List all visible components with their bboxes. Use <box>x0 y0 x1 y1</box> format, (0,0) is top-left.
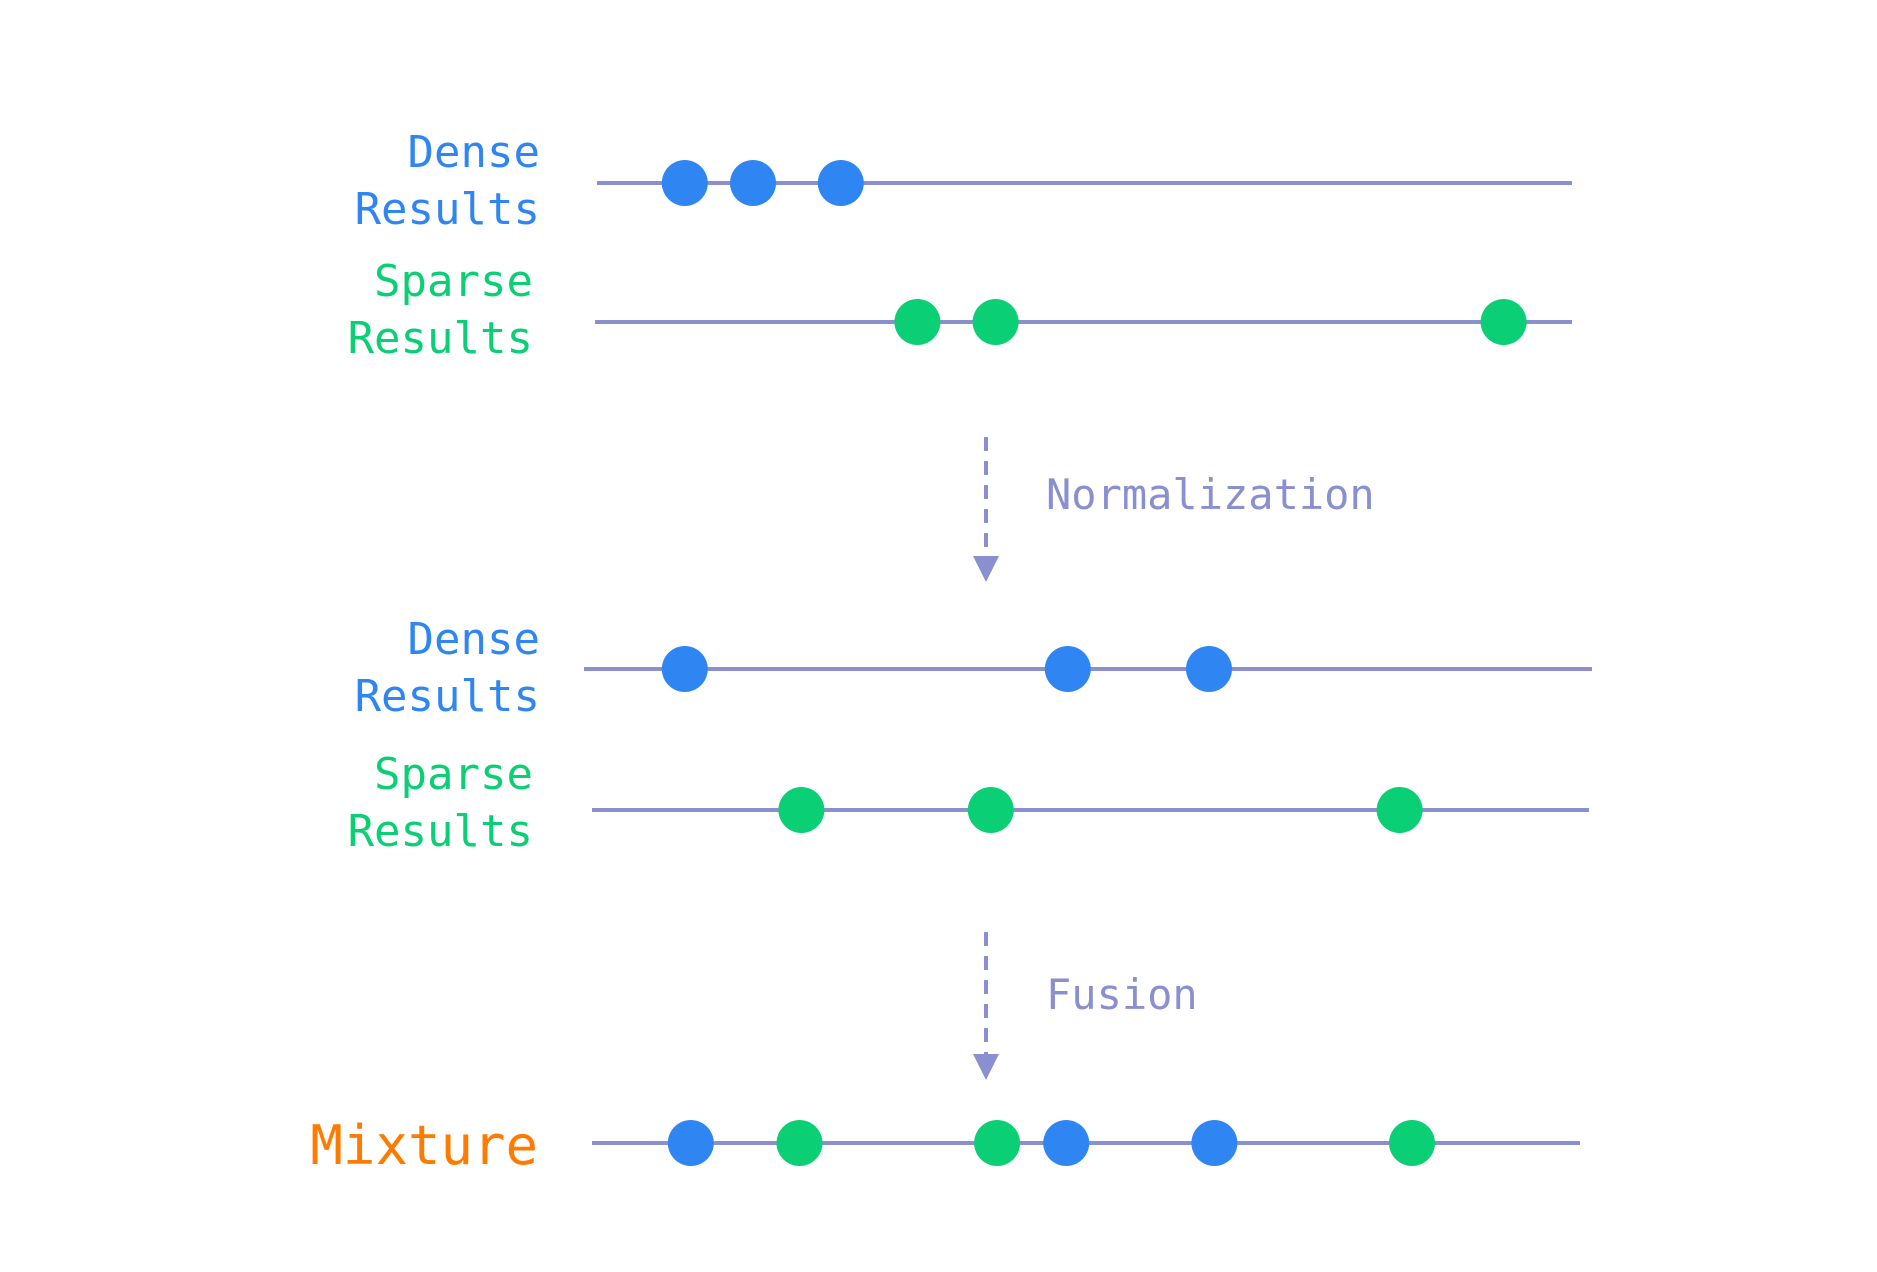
mixture-point-sparse-3 <box>974 1120 1021 1166</box>
normalization-arrow-head <box>973 556 999 582</box>
mixture-points <box>667 1120 1435 1166</box>
stage1-sparse-point-3 <box>1480 299 1527 345</box>
stage2-dense-point-3 <box>1186 646 1232 692</box>
mixture-point-dense-5 <box>1191 1120 1238 1166</box>
stage2-sparse-label-line1: Sparse <box>374 749 533 800</box>
stage1-sparse-label-line1: Sparse <box>374 256 533 307</box>
stage2-dense-point-1 <box>661 646 708 692</box>
mixture-point-sparse-2 <box>776 1120 823 1166</box>
stage1-dense-label-line2: Results <box>355 184 540 235</box>
stage2-dense-label-line1: Dense <box>408 614 540 665</box>
fusion-label: Fusion <box>1046 970 1198 1019</box>
stage2-sparse-point-2 <box>967 787 1014 833</box>
stage1-sparse-label-line2: Results <box>348 313 533 364</box>
stage1-dense-point-3 <box>817 160 864 206</box>
normalization-label: Normalization <box>1046 470 1375 519</box>
stage1-sparse-point-2 <box>972 299 1019 345</box>
mixture-point-dense-4 <box>1043 1120 1090 1166</box>
stage2-sparse-label-line2: Results <box>348 806 533 857</box>
stage1-dense-point-2 <box>730 160 776 206</box>
stage2-dense-label-line2: Results <box>355 671 540 722</box>
stage1-sparse-point-1 <box>894 299 941 345</box>
stage2-sparse-points <box>778 787 1423 833</box>
stage2-dense-point-2 <box>1044 646 1091 692</box>
stage2-sparse-point-1 <box>778 787 825 833</box>
mixture-label: Mixture <box>310 1114 538 1177</box>
stage1-dense-point-1 <box>661 160 708 206</box>
stage1-sparse-points <box>894 299 1527 345</box>
mixture-point-dense-1 <box>667 1120 714 1166</box>
stage2-sparse-point-3 <box>1376 787 1423 833</box>
stage2-dense-points <box>661 646 1232 692</box>
stage1-dense-label-line1: Dense <box>408 127 540 178</box>
stage1-dense-points <box>661 160 864 206</box>
mixture-point-sparse-6 <box>1389 1120 1435 1166</box>
fusion-arrow-head <box>973 1054 999 1080</box>
